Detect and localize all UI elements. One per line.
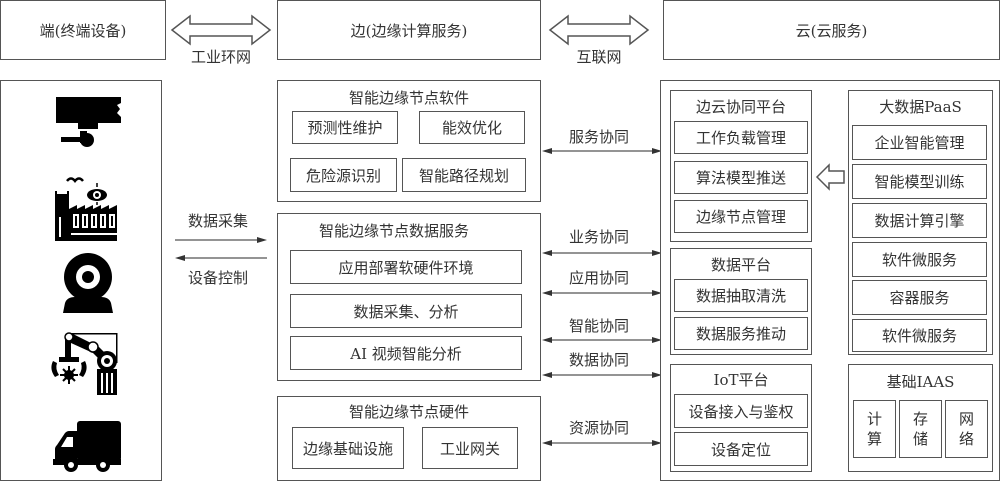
- internet-label: 互联网: [576, 48, 622, 66]
- edge-cloud-platform-item: 边缘节点管理: [674, 200, 808, 233]
- edge-layer-header: 边(边缘计算服务): [277, 0, 541, 60]
- data-collaboration-arrow: [542, 372, 662, 378]
- bigdata-paas-item: 数据计算引擎: [852, 203, 987, 238]
- data-platform-title: 数据平台: [710, 256, 771, 274]
- device-layer-title: 端(终端设备): [39, 21, 127, 40]
- bigdata-paas-item: 容器服务: [852, 280, 987, 315]
- collaboration-label: 应用协同: [568, 269, 629, 287]
- edge-software-item: 能效优化: [419, 111, 525, 144]
- edge-cloud-platform-title: 边云协同平台: [695, 98, 786, 116]
- device-panel: [0, 80, 162, 481]
- edge-layer-title: 边(边缘计算服务): [350, 21, 468, 40]
- bigdata-paas-item: 软件微服务: [852, 319, 987, 352]
- data-platform: 数据平台 数据抽取清洗 数据服务推动: [670, 248, 812, 355]
- edge-cloud-platform-item: 算法模型推送: [674, 161, 808, 194]
- edge-data-service-panel: 智能边缘节点数据服务 应用部署软硬件环境 数据采集、分析 AI 视频智能分析: [277, 213, 541, 381]
- data-collection-label: 数据采集: [187, 212, 248, 230]
- basic-iaas: 基础IAAS 计算 存储 网络: [848, 364, 993, 472]
- bigdata-paas-item: 智能模型训练: [852, 164, 987, 199]
- bigdata-paas-title: 大数据PaaS: [879, 98, 962, 116]
- collaboration-label: 智能协同: [568, 317, 629, 335]
- cloud-panel: 边云协同平台 工作负载管理 算法模型推送 边缘节点管理 数据平台 数据抽取清洗 …: [660, 80, 1000, 481]
- iaas-network: 网络: [945, 400, 988, 458]
- internet-arrow: [548, 14, 650, 46]
- data-collection-arrow: [175, 237, 267, 243]
- intelligence-collaboration-arrow: [542, 337, 662, 343]
- industrial-ring-network-arrow: [170, 14, 272, 46]
- device-control-label: 设备控制: [187, 269, 248, 287]
- cloud-layer-title: 云(云服务): [795, 21, 868, 40]
- iot-platform-title: IoT平台: [713, 371, 769, 389]
- truck-icon: [53, 421, 121, 472]
- edge-software-title: 智能边缘节点软件: [348, 89, 469, 107]
- edge-hardware-item: 工业网关: [422, 427, 518, 469]
- business-collaboration-arrow: [542, 250, 662, 256]
- iaas-compute: 计算: [853, 400, 896, 458]
- data-platform-item: 数据服务推动: [674, 317, 808, 350]
- data-platform-item: 数据抽取清洗: [674, 279, 808, 312]
- model-push-arrow: [815, 163, 845, 191]
- application-collaboration-arrow: [542, 290, 662, 296]
- collaboration-label: 业务协同: [568, 228, 629, 246]
- edge-data-service-title: 智能边缘节点数据服务: [318, 222, 469, 240]
- device-control-arrow: [175, 255, 267, 261]
- webcam-icon: [63, 253, 113, 313]
- iot-platform-item: 设备定位: [674, 432, 808, 466]
- edge-software-item: 预测性维护: [292, 111, 398, 144]
- surveillance-camera-icon: [56, 97, 121, 147]
- collaboration-label: 资源协同: [568, 419, 629, 437]
- edge-data-service-item: 数据采集、分析: [290, 294, 522, 328]
- edge-cloud-platform: 边云协同平台 工作负载管理 算法模型推送 边缘节点管理: [670, 90, 812, 242]
- iaas-storage: 存储: [899, 400, 942, 458]
- edge-hardware-title: 智能边缘节点硬件: [348, 403, 469, 421]
- iot-platform-item: 设备接入与鉴权: [674, 394, 808, 428]
- collaboration-label: 服务协同: [568, 128, 629, 146]
- cloud-layer-header: 云(云服务): [663, 0, 1000, 60]
- basic-iaas-title: 基础IAAS: [886, 373, 955, 391]
- collaboration-label: 数据协同: [568, 351, 629, 369]
- edge-cloud-platform-item: 工作负载管理: [674, 121, 808, 154]
- iot-platform: IoT平台 设备接入与鉴权 设备定位: [670, 364, 812, 472]
- service-collaboration-arrow: [542, 148, 662, 154]
- edge-data-service-item: AI 视频智能分析: [290, 336, 522, 370]
- edge-hardware-panel: 智能边缘节点硬件 边缘基础设施 工业网关: [277, 396, 541, 481]
- edge-software-item: 危险源识别: [290, 158, 397, 192]
- smart-factory-icon: [55, 177, 117, 241]
- device-layer-header: 端(终端设备): [0, 0, 166, 60]
- resource-collaboration-arrow: [542, 440, 662, 446]
- industrial-ring-network-label: 工业环网: [190, 48, 251, 66]
- edge-hardware-item: 边缘基础设施: [292, 427, 404, 469]
- edge-software-panel: 智能边缘节点软件 预测性维护 能效优化 危险源识别 智能路径规划: [277, 80, 541, 202]
- robot-arm-icon: [51, 332, 118, 395]
- bigdata-paas-item: 软件微服务: [852, 242, 987, 277]
- bigdata-paas-item: 企业智能管理: [852, 125, 987, 160]
- bigdata-paas: 大数据PaaS 企业智能管理 智能模型训练 数据计算引擎 软件微服务 容器服务 …: [848, 90, 993, 355]
- edge-data-service-item: 应用部署软硬件环境: [290, 250, 522, 284]
- edge-software-item: 智能路径规划: [402, 158, 526, 192]
